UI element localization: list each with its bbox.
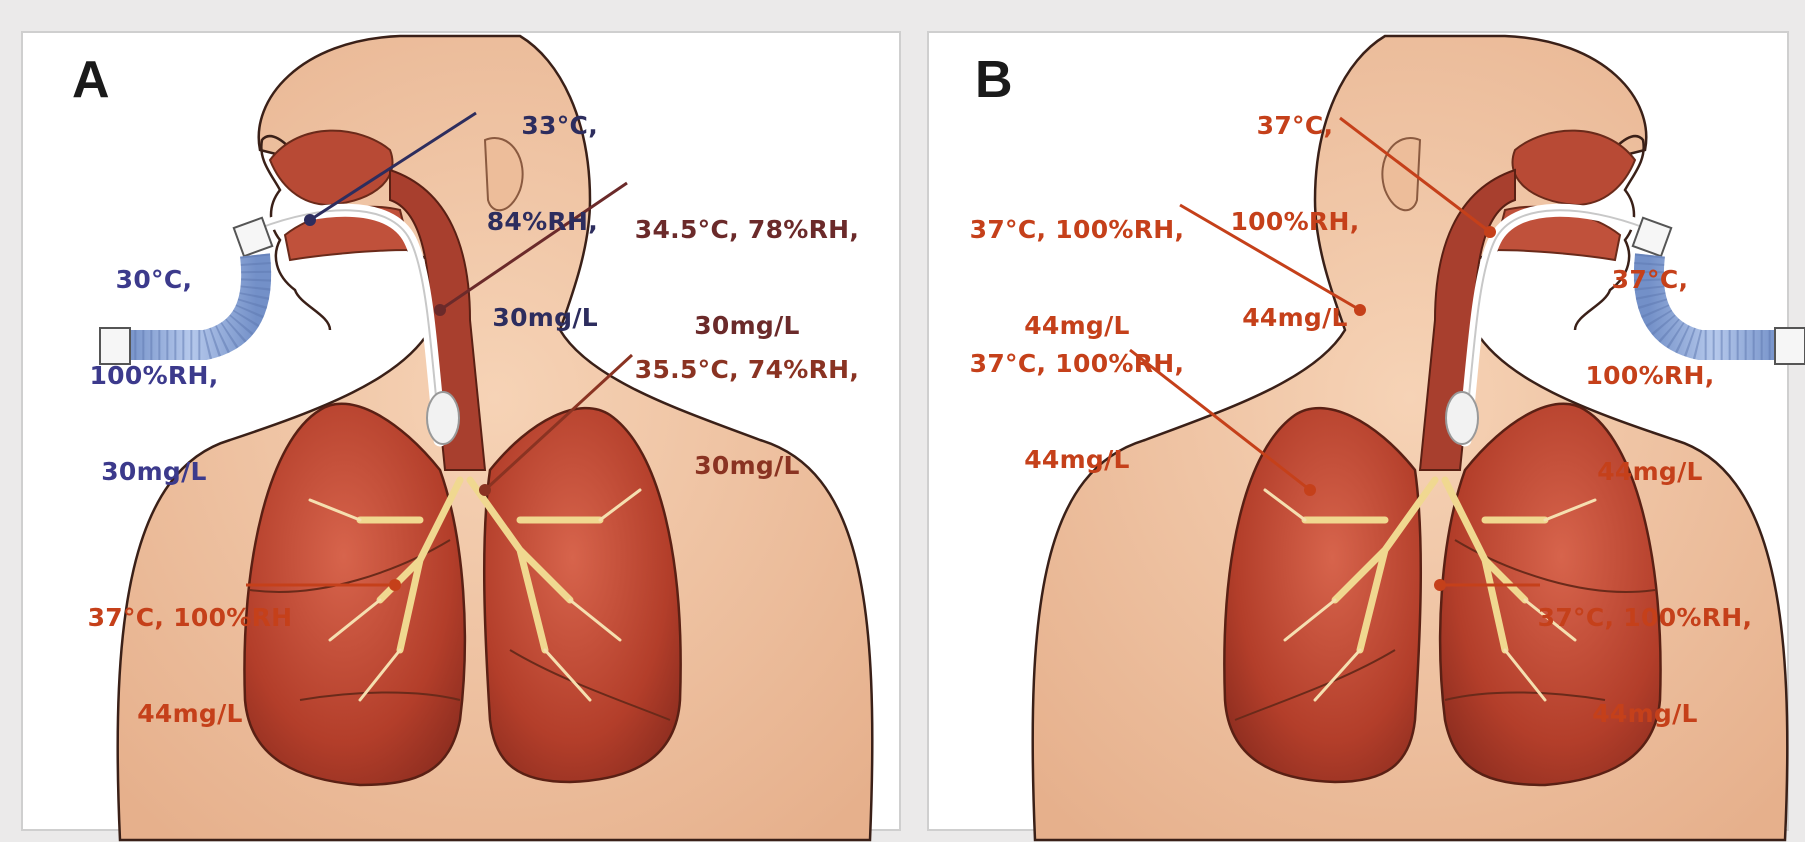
label-line: 100%RH, bbox=[1580, 360, 1720, 392]
label-line: 37°C, 100%RH, bbox=[962, 214, 1192, 246]
label-line: 34.5°C, 78%RH, bbox=[632, 214, 862, 246]
label-line: 44mg/L bbox=[80, 698, 300, 730]
label-line: 37°C, bbox=[1225, 110, 1365, 142]
label-line: 100%RH, bbox=[1225, 206, 1365, 238]
label-a-carina: 35.5°C, 74%RH, 30mg/L bbox=[632, 290, 862, 546]
panel-letter-a: A bbox=[72, 50, 110, 110]
label-line: 30°C, bbox=[84, 264, 224, 296]
label-line: 30mg/L bbox=[632, 450, 862, 482]
panel-letter-b: B bbox=[975, 50, 1013, 110]
label-a-alveoli: 37°C, 100%RH 44mg/L bbox=[80, 538, 300, 794]
label-line: 30mg/L bbox=[478, 302, 598, 334]
label-line: 37°C, 100%RH bbox=[80, 602, 300, 634]
label-line: 35.5°C, 74%RH, bbox=[632, 354, 862, 386]
label-line: 37°C, bbox=[1580, 264, 1720, 296]
label-line: 84%RH, bbox=[478, 206, 598, 238]
label-b-nasopharynx: 37°C, 100%RH, 44mg/L bbox=[1225, 46, 1365, 398]
label-line: 44mg/L bbox=[962, 444, 1192, 476]
label-b-inlet: 37°C, 100%RH, 44mg/L bbox=[1580, 200, 1720, 552]
label-line: 37°C, 100%RH, bbox=[962, 348, 1192, 380]
label-line: 100%RH, bbox=[84, 360, 224, 392]
label-line: 37°C, 100%RH, bbox=[1530, 602, 1760, 634]
label-line: 44mg/L bbox=[1530, 698, 1760, 730]
label-line: 44mg/L bbox=[1580, 456, 1720, 488]
cuff-a bbox=[427, 392, 459, 444]
label-line: 30mg/L bbox=[84, 456, 224, 488]
label-line: 44mg/L bbox=[1225, 302, 1365, 334]
label-a-nasopharynx: 33°C, 84%RH, 30mg/L bbox=[478, 46, 598, 398]
label-b-alveoli: 37°C, 100%RH, 44mg/L bbox=[1530, 538, 1760, 794]
label-a-inlet: 30°C, 100%RH, 30mg/L bbox=[84, 200, 224, 552]
label-line: 33°C, bbox=[478, 110, 598, 142]
label-b-carina: 37°C, 100%RH, 44mg/L bbox=[962, 284, 1192, 540]
